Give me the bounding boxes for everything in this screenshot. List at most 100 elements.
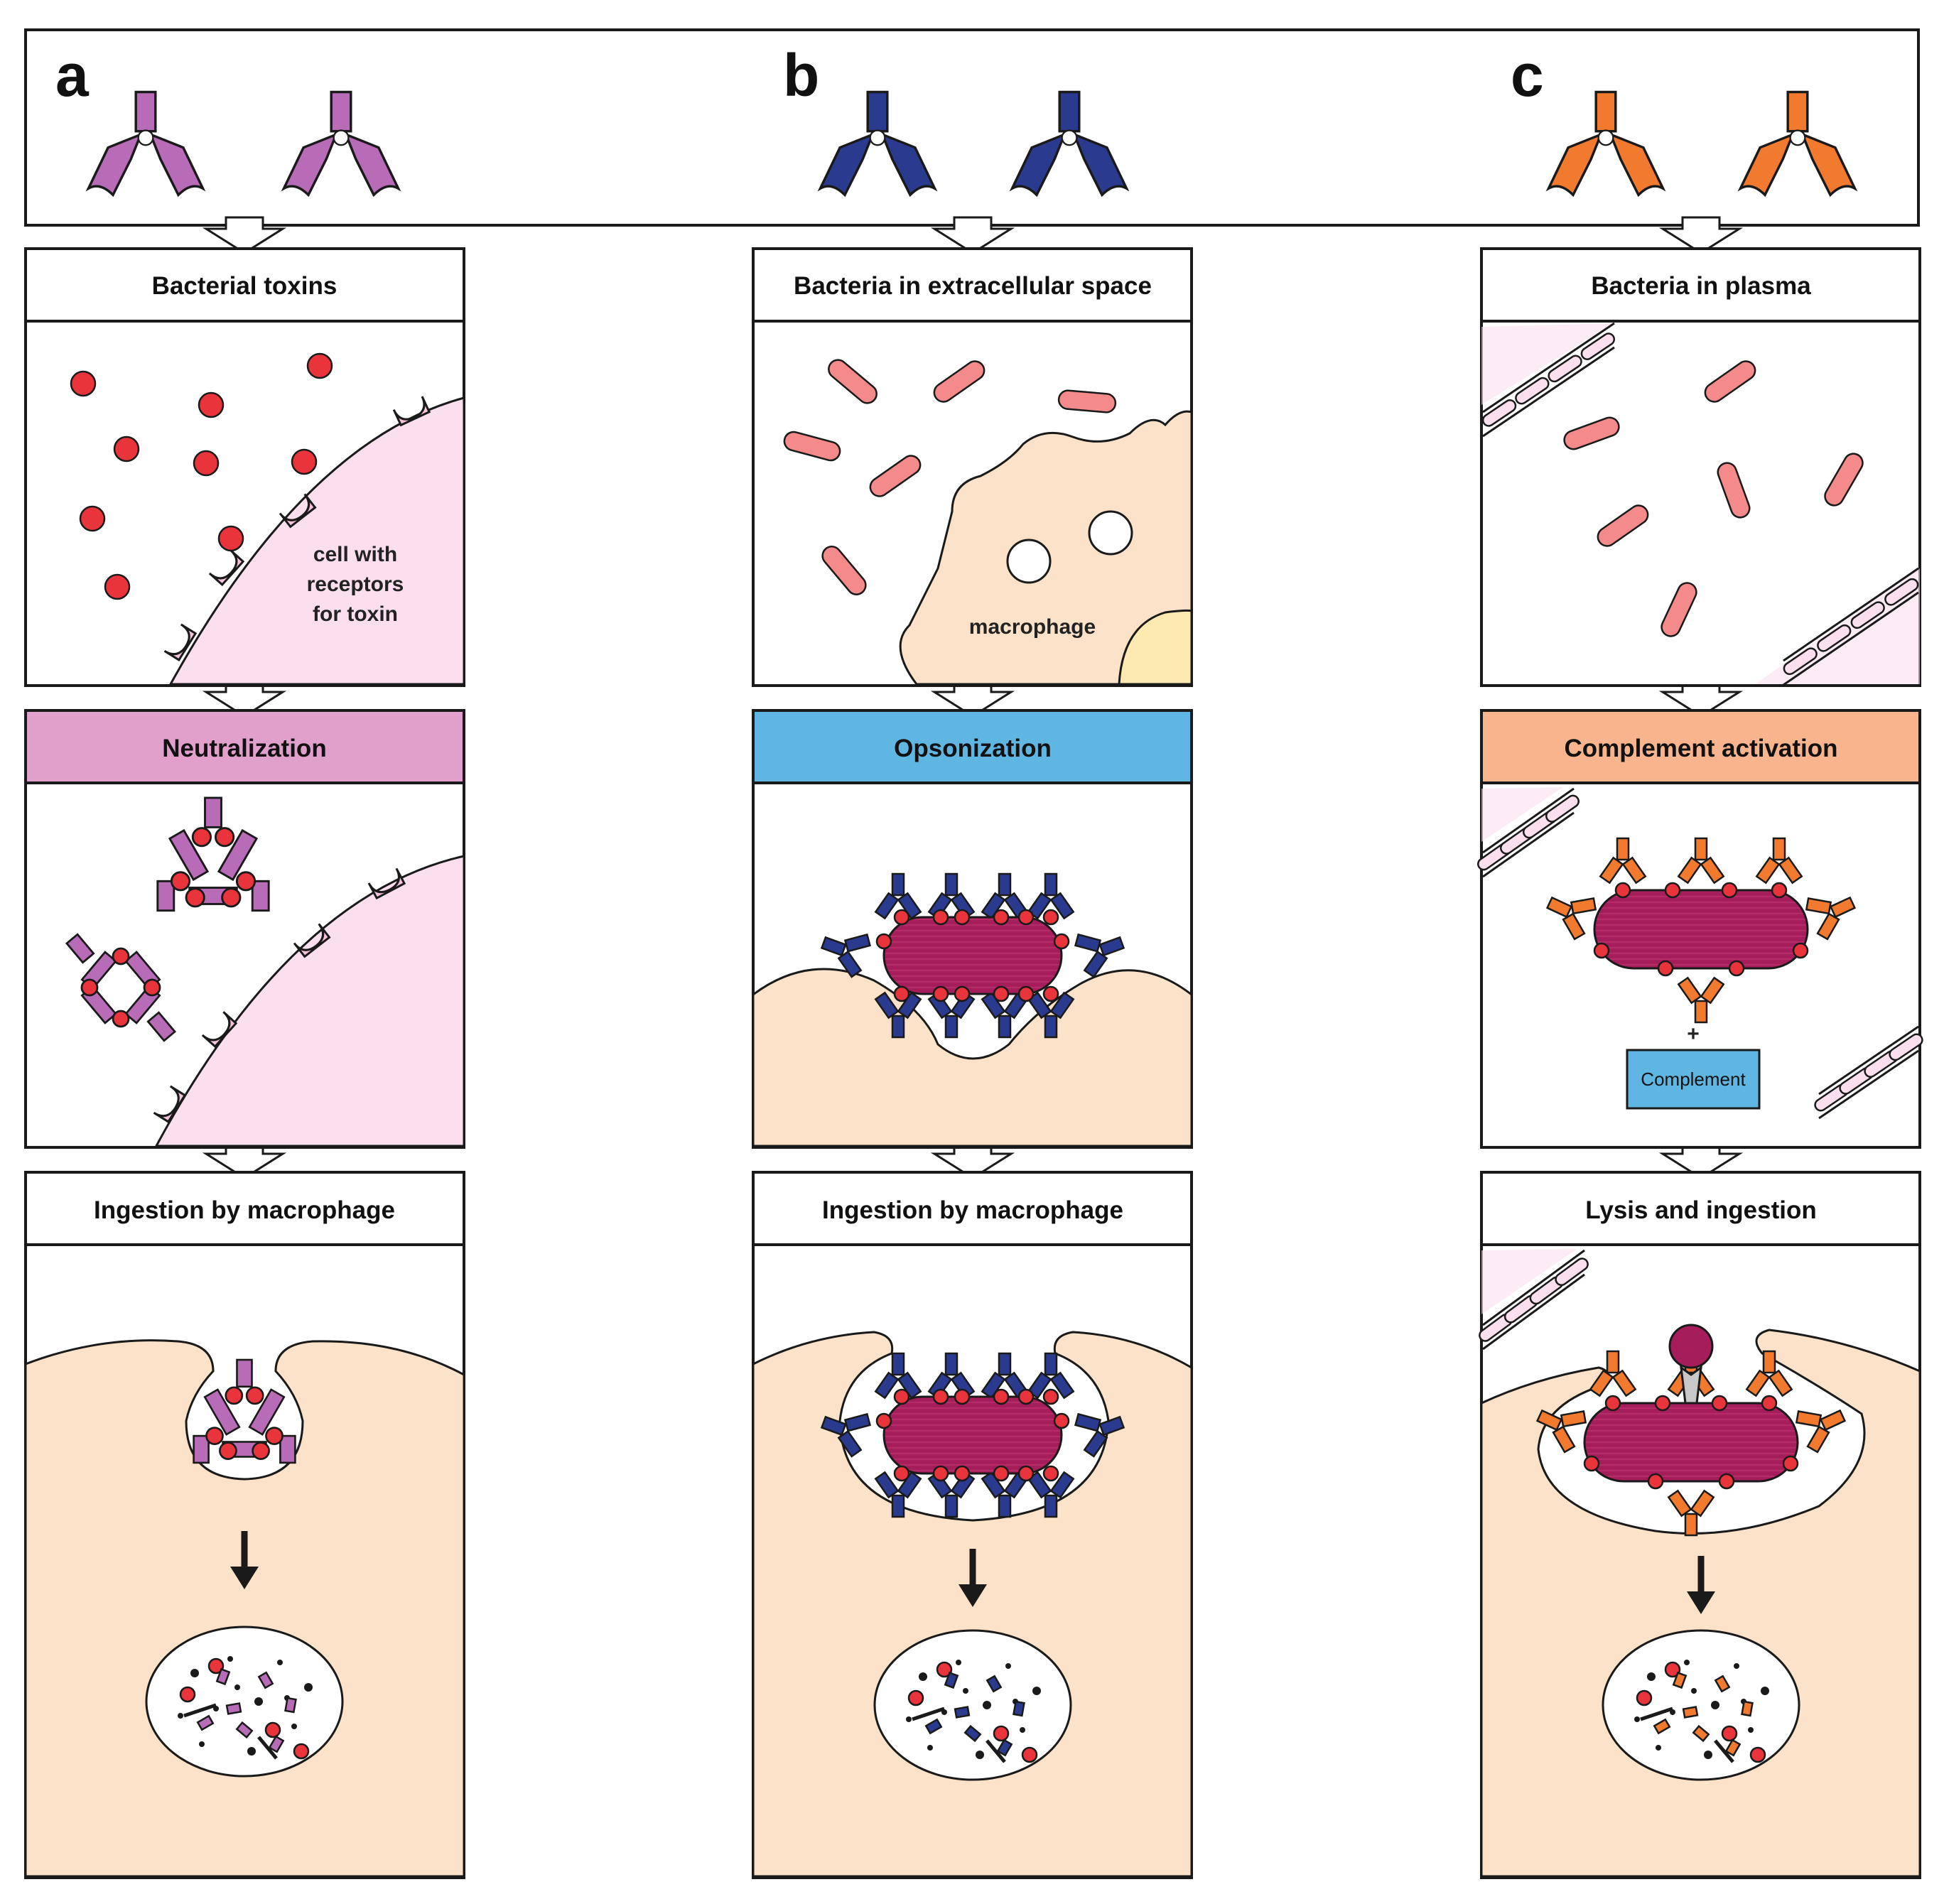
toxin-receptors — [163, 396, 431, 662]
vessel-edge — [1818, 1049, 1919, 1120]
debris — [1734, 1663, 1739, 1669]
antibody-segment — [843, 1412, 872, 1432]
endothelial-cell — [1817, 624, 1852, 652]
toxin — [1749, 1746, 1766, 1763]
toxin — [1017, 1388, 1035, 1405]
plasma-bacteria-title: Bacteria in plasma — [1591, 272, 1811, 300]
toxin — [1042, 909, 1059, 926]
toxin — [932, 909, 949, 926]
antibody-segment — [837, 950, 863, 978]
antibody — [1755, 837, 1803, 885]
antibody-segment — [146, 1011, 177, 1042]
antibody-segment — [1562, 912, 1586, 941]
toxin — [893, 1388, 910, 1405]
antibody-segment — [843, 933, 872, 953]
receptor — [293, 923, 331, 958]
toxin — [993, 1465, 1010, 1482]
debris — [1684, 1660, 1690, 1665]
antibody-icon — [281, 90, 401, 198]
antibody-segment — [998, 872, 1012, 897]
debris-fragment — [257, 1736, 278, 1760]
receptor — [163, 623, 198, 662]
toxin — [170, 871, 191, 892]
toxin — [1782, 1455, 1799, 1472]
antibody-arm — [343, 132, 401, 198]
antibody-segment — [204, 796, 222, 828]
toxin-complex — [65, 933, 177, 1042]
antibody-segment — [193, 1434, 210, 1464]
vessel-wall — [1814, 1025, 1923, 1120]
vessel-wall — [1479, 1249, 1589, 1351]
toxin-complex — [156, 796, 270, 912]
bacterial-toxins-box: Bacterial toxins cell with receptors for… — [24, 247, 465, 687]
neutralized-toxin-complexes — [65, 796, 270, 1042]
antibody-segment — [897, 991, 922, 1019]
bacterium — [1717, 462, 1751, 519]
vessel-edge — [1783, 591, 1919, 686]
endothelial-cell — [1850, 601, 1885, 629]
toxin — [954, 1465, 971, 1482]
receptor — [201, 1011, 238, 1049]
lysis-ingestion-title: Lysis and ingestion — [1585, 1196, 1816, 1224]
extracellular-bacteria-box: Bacteria in extracellular space macropha… — [752, 247, 1193, 687]
receptor — [153, 1085, 187, 1124]
blood-vessel-walls — [1479, 1249, 1589, 1351]
bacterium — [1704, 360, 1756, 403]
toxin-receptor-cell — [154, 855, 465, 1147]
antibody-segment — [1772, 837, 1786, 861]
antibody-segment — [1684, 1513, 1698, 1537]
antibody-segment — [1714, 1675, 1731, 1693]
antibody-segment — [1049, 1371, 1075, 1400]
toxin — [143, 978, 161, 997]
panel-letter-a: a — [55, 42, 90, 109]
engulfed-bacterium — [820, 1352, 1125, 1518]
debris — [304, 1683, 313, 1692]
receptor — [279, 493, 317, 529]
phagolysosome — [1602, 1629, 1800, 1781]
antibody-hinge — [869, 129, 886, 146]
antibody-hinge — [1597, 129, 1614, 146]
toxin — [306, 352, 333, 379]
plus-sign: + — [1687, 1022, 1700, 1046]
antibody-segment — [874, 1471, 900, 1499]
toxin — [1021, 1746, 1038, 1763]
toxin — [104, 573, 131, 600]
opsonized-bacterium — [820, 872, 1125, 1039]
extracellular-bacteria-title: Bacteria in extracellular space — [794, 272, 1152, 300]
antibody — [1027, 872, 1075, 920]
toxin — [193, 450, 220, 477]
flow-arrow — [202, 216, 287, 254]
antibody-icon — [85, 90, 206, 198]
vessel-wall — [1477, 787, 1580, 878]
toxin — [207, 1657, 225, 1675]
toxin — [79, 505, 106, 532]
antibody-coated-complex — [1545, 837, 1857, 1024]
down-arrow — [958, 1549, 987, 1607]
antibody-segment — [874, 892, 900, 920]
bacterium-body — [882, 916, 1063, 995]
arrow-head — [958, 1584, 987, 1607]
toxin — [205, 1427, 224, 1445]
antibody-icon — [1545, 90, 1666, 198]
antibody-segment — [944, 1494, 958, 1518]
antibody — [1074, 933, 1125, 978]
neutralization-box: Neutralization — [24, 709, 465, 1149]
antibody — [1795, 1409, 1847, 1454]
down-arrow — [230, 1531, 259, 1589]
banner-frame — [24, 28, 1920, 227]
debris — [1748, 1727, 1754, 1733]
antibody-segment — [1667, 1489, 1692, 1518]
toxin — [113, 436, 140, 463]
opsonization-title: Opsonization — [894, 735, 1052, 762]
toxin — [1017, 1465, 1035, 1482]
antibody-coated-complex — [1535, 1350, 1847, 1537]
antibody-segment — [820, 936, 847, 957]
antibody — [1545, 896, 1597, 941]
vessel-edge — [1482, 787, 1575, 854]
vessel-edge — [1482, 1273, 1585, 1351]
toxin — [219, 1441, 237, 1460]
toxin — [1604, 1395, 1621, 1412]
antibody-hinge — [333, 129, 350, 146]
toxin — [198, 391, 225, 418]
